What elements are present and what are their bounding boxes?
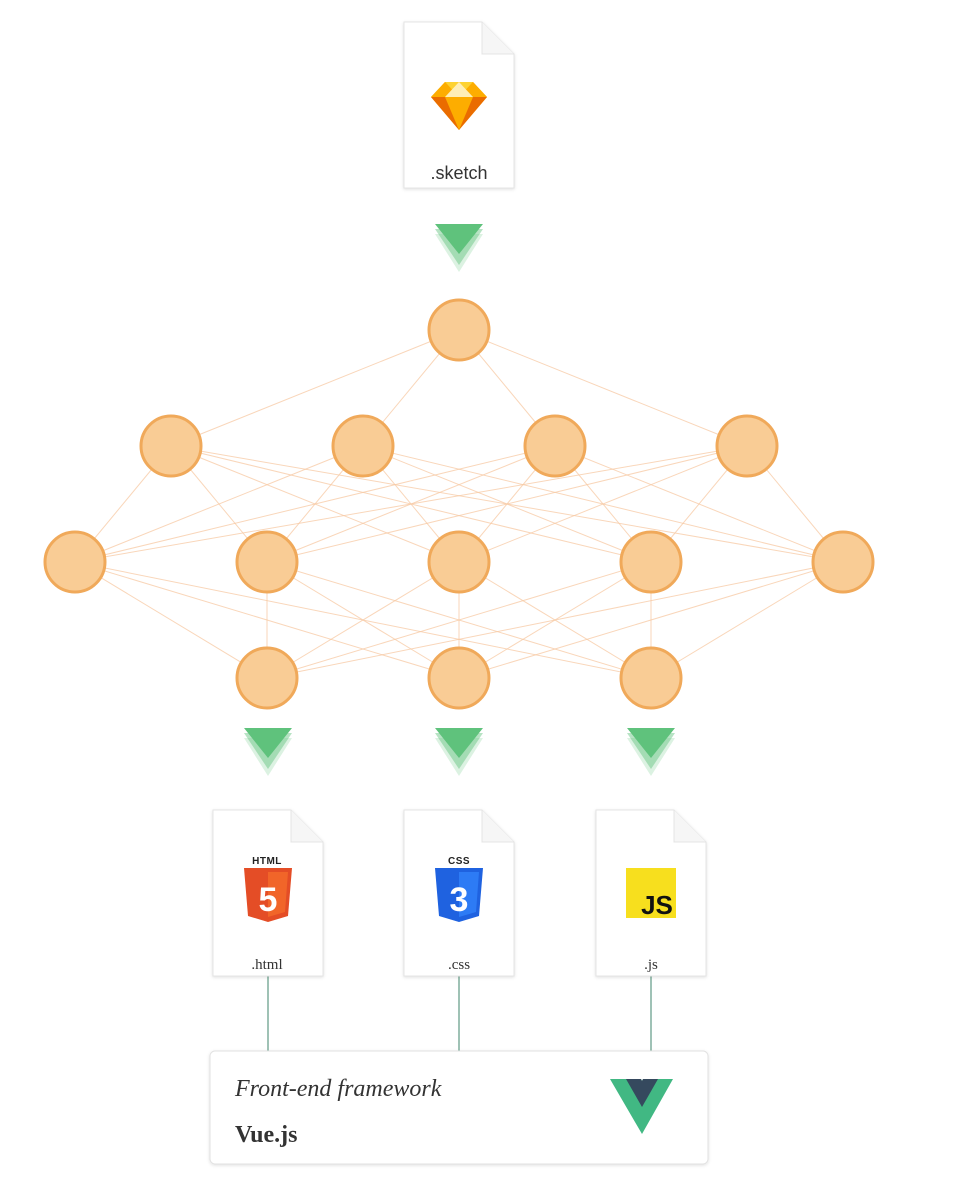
network-nodes [43,298,875,710]
css-file-label: .css [448,957,470,973]
framework-caption: Front-end framework [234,1076,442,1102]
network-node [235,530,299,594]
network-edge [458,329,748,447]
network-edges [74,329,844,679]
js-file-label: .js [644,957,658,973]
network-edge [266,561,844,679]
sketch-icon [431,82,487,130]
network-node [331,414,395,478]
network-node [427,298,491,362]
network-edge [650,561,844,679]
framework-name: Vue.js [235,1122,297,1148]
network-edge [266,561,652,679]
html5-glyph: 5 [259,881,278,919]
arrow-down-icon [627,728,675,776]
css3-icon: CSS 3 [435,856,483,922]
network-edge [458,561,844,679]
arrow-down-icon [435,224,483,272]
network-edge [458,445,748,563]
network-edge [74,445,556,563]
network-node [811,530,875,594]
network-edge [170,329,460,447]
network-edge [74,445,748,563]
network-node [619,530,683,594]
css-file-card: CSS 3 .css [403,809,515,977]
network-node [427,646,491,710]
html5-badge-text: HTML [252,856,282,867]
network-edge [266,561,460,679]
network-edge [74,561,268,679]
html-file-card: HTML 5 .html [212,809,324,977]
network-node [139,414,203,478]
network-node [43,530,107,594]
network-edge [266,445,748,563]
arrow-down-icon [435,728,483,776]
network-node [715,414,779,478]
framework-card: Front-end framework Vue.js [209,1050,709,1165]
network-node [523,414,587,478]
network-edge [74,445,364,563]
network-node [235,646,299,710]
arrow-down-icon [244,728,292,776]
css3-glyph: 3 [450,881,469,919]
html5-icon: HTML 5 [244,856,292,922]
javascript-icon: JS [626,868,676,920]
css3-badge-text: CSS [448,856,470,867]
html-file-label: .html [251,957,282,973]
sketch-file-label: .sketch [430,163,487,183]
connector-lines [264,976,655,1059]
js-badge-text: JS [641,890,673,920]
vue-logo-icon [610,1079,673,1134]
js-file-card: JS .js [595,809,707,977]
network-node [619,646,683,710]
sketch-file-card: .sketch [403,21,515,189]
network-node [427,530,491,594]
